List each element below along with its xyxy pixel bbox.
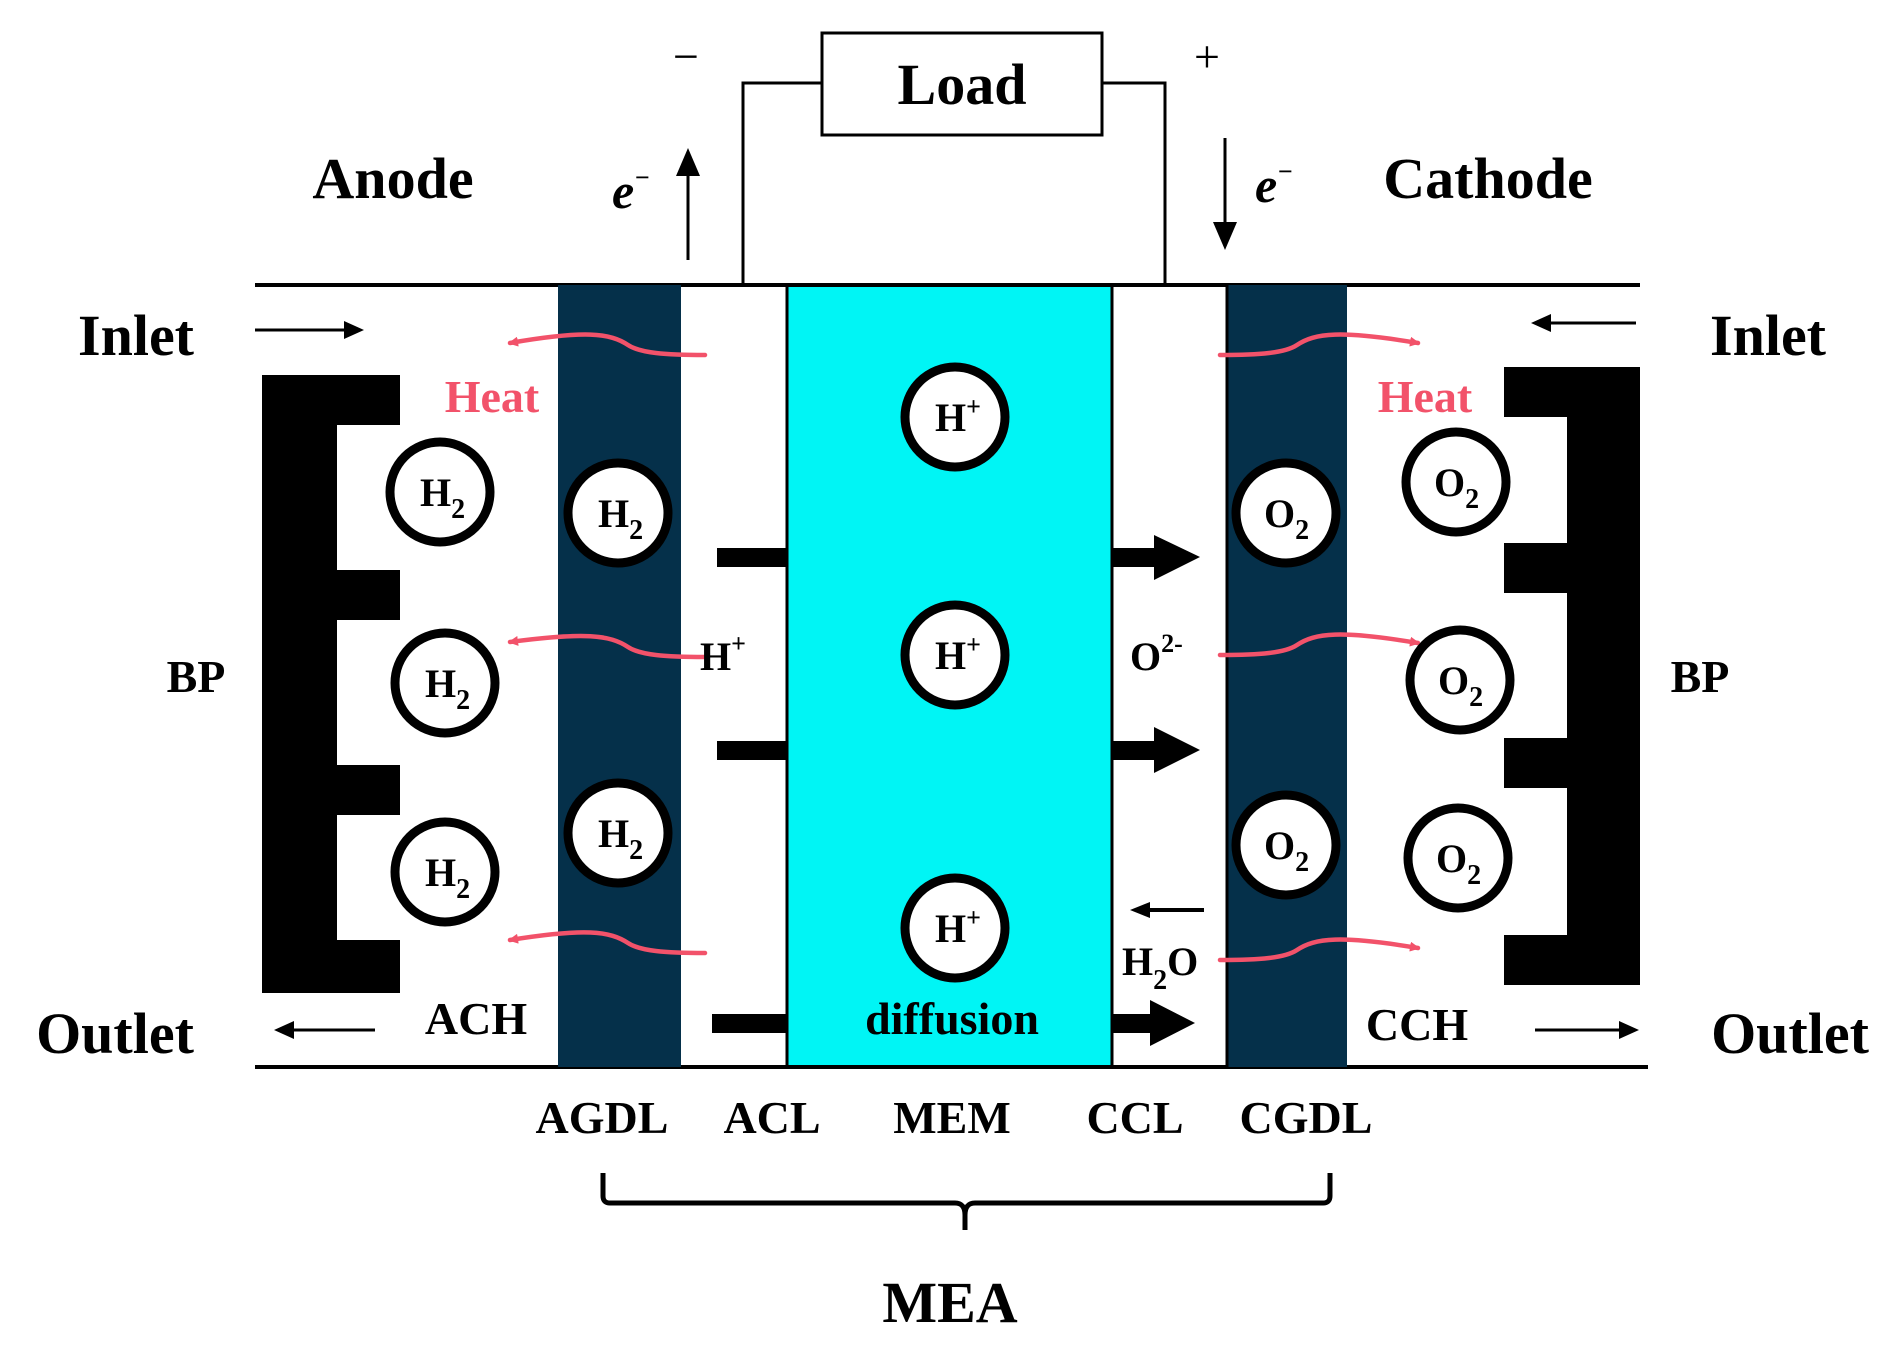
layer-label-ccl: CCL bbox=[1086, 1092, 1183, 1143]
svg-text:H2: H2 bbox=[598, 811, 643, 866]
svg-text:H2: H2 bbox=[425, 850, 470, 905]
diffusion-label: diffusion bbox=[865, 993, 1039, 1044]
cathode-inlet-label: Inlet bbox=[1710, 303, 1827, 368]
svg-text:H+: H+ bbox=[935, 903, 981, 951]
minus-terminal: − bbox=[673, 31, 699, 82]
load-box bbox=[820, 31, 1104, 137]
svg-text:H2: H2 bbox=[425, 661, 470, 716]
load-label: Load bbox=[898, 52, 1027, 117]
oxygen-molecule: O2 bbox=[1401, 427, 1511, 537]
layer-label-cgdl: CGDL bbox=[1240, 1092, 1373, 1143]
cathode-inlet-arrow bbox=[1531, 314, 1636, 332]
cathode-bipolar-plate bbox=[1504, 367, 1640, 985]
oxygen-molecule: O2 bbox=[1231, 790, 1341, 900]
heat-flow-arrow bbox=[507, 930, 708, 956]
ion-flow-arrow bbox=[1112, 535, 1200, 580]
plus-terminal: + bbox=[1194, 31, 1220, 82]
anode-channel-label: ACH bbox=[425, 993, 527, 1044]
cathode-outlet-label: Outlet bbox=[1711, 1001, 1870, 1066]
layer-label-acl: ACL bbox=[723, 1092, 820, 1143]
cathode-heat-label: Heat bbox=[1378, 371, 1473, 422]
svg-text:H2: H2 bbox=[598, 491, 643, 546]
anode-bp-label: BP bbox=[167, 651, 226, 702]
hydrogen-molecule: H2 bbox=[563, 778, 673, 888]
heat-flow-arrow bbox=[507, 633, 708, 660]
anode-heat-label: Heat bbox=[445, 371, 540, 422]
heat-flow-arrow bbox=[1217, 937, 1421, 963]
mea-brace bbox=[600, 1173, 1333, 1230]
heat-flow-arrow bbox=[1217, 332, 1421, 358]
electron-label-cathode: e− bbox=[1255, 157, 1293, 213]
hydrogen-molecule: H2 bbox=[390, 628, 500, 738]
anode-inlet-label: Inlet bbox=[78, 303, 195, 368]
svg-text:H+: H+ bbox=[935, 392, 981, 440]
electron-arrow-down bbox=[1213, 138, 1237, 250]
proton-particle: H+ bbox=[900, 362, 1010, 472]
oxygen-molecule: O2 bbox=[1403, 803, 1513, 913]
water-flow-arrow bbox=[1130, 902, 1204, 918]
svg-text:O2: O2 bbox=[1438, 658, 1483, 713]
layer-label-agdl: AGDL bbox=[536, 1092, 669, 1143]
hydrogen-molecule: H2 bbox=[563, 458, 673, 568]
cathode-gdl-layer bbox=[1227, 285, 1347, 1067]
oxygen-molecule: O2 bbox=[1231, 458, 1341, 568]
proton-flow-bar bbox=[712, 1014, 787, 1033]
oxygen-molecule: O2 bbox=[1405, 625, 1515, 735]
svg-text:H+: H+ bbox=[935, 630, 981, 678]
electron-arrow-up bbox=[676, 148, 700, 260]
anode-title: Anode bbox=[312, 146, 473, 211]
heat-flow-arrow bbox=[507, 332, 708, 358]
layer-label-mem: MEM bbox=[893, 1092, 1011, 1143]
anode-outlet-arrow bbox=[274, 1021, 375, 1039]
cathode-bp-label: BP bbox=[1671, 651, 1730, 702]
mea-label: MEA bbox=[882, 1270, 1017, 1335]
oxide-ion-label: O2- bbox=[1130, 629, 1183, 679]
electron-label-anode: e− bbox=[612, 163, 650, 219]
ion-flow-arrow bbox=[1112, 1000, 1195, 1046]
hydrogen-molecule: H2 bbox=[390, 817, 500, 927]
svg-text:O2: O2 bbox=[1264, 823, 1309, 878]
cathode-channel-label: CCH bbox=[1366, 999, 1468, 1050]
circuit-wire-right bbox=[1102, 81, 1167, 285]
svg-text:H2: H2 bbox=[420, 470, 465, 525]
cathode-outlet-arrow bbox=[1535, 1021, 1639, 1039]
ion-flow-arrow bbox=[1112, 727, 1200, 773]
circuit-wire-left bbox=[741, 81, 822, 285]
hydrogen-molecule: H2 bbox=[385, 437, 495, 547]
cathode-title: Cathode bbox=[1383, 146, 1592, 211]
svg-text:O2: O2 bbox=[1436, 836, 1481, 891]
proton-label: H+ bbox=[700, 629, 746, 679]
proton-particle: H+ bbox=[900, 600, 1010, 710]
heat-flow-arrow bbox=[1217, 632, 1421, 658]
svg-text:O2: O2 bbox=[1264, 491, 1309, 546]
anode-inlet-arrow bbox=[255, 321, 364, 339]
proton-flow-bar bbox=[717, 741, 787, 760]
proton-flow-bar bbox=[717, 548, 787, 567]
svg-text:O2: O2 bbox=[1434, 460, 1479, 515]
proton-particle: H+ bbox=[900, 873, 1010, 983]
anode-bipolar-plate bbox=[262, 375, 400, 993]
anode-outlet-label: Outlet bbox=[36, 1001, 195, 1066]
water-label: H2O bbox=[1122, 939, 1198, 996]
